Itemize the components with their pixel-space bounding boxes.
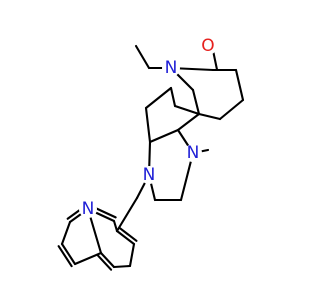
double-bond-q4a-q4 [97, 254, 113, 271]
atom-nitrogen-quinoline: N [79, 199, 97, 219]
bond-C2-C4 [169, 86, 177, 108]
bond-q6-q7 [115, 229, 136, 246]
atom-nitrogen-methyl: N [184, 143, 202, 163]
bond-q1-q2 [60, 220, 72, 246]
bond-C6-C14 [148, 128, 180, 144]
atom-nitrogen-benzyl: N [140, 165, 158, 185]
bond-q4a-q4 [99, 251, 116, 269]
bond-C3-C2 [144, 86, 173, 110]
bond-C5-C6 [176, 112, 201, 132]
molecule-diagram: O N N N N [57, 36, 245, 271]
bond-layer [57, 44, 245, 271]
atom-label-n-quinoline: N [82, 199, 95, 219]
atom-label-n-methyl: N [187, 143, 200, 163]
atom-oxygen-ketone: O [199, 36, 217, 56]
bond-C14-C3 [144, 106, 152, 144]
atom-label-n-azepane: N [165, 58, 178, 78]
atom-nitrogen-azepane: N [162, 58, 180, 78]
bond-C10-C11 [234, 68, 245, 102]
double-bond-q6-q7 [118, 226, 138, 242]
atom-label-n-benzyl: N [143, 165, 156, 185]
bond-Et2-Et1 [134, 44, 151, 70]
bond-C4-C5 [173, 104, 201, 116]
bond-C11-C12 [218, 98, 245, 121]
bond-q2-q3 [60, 242, 77, 266]
bond-C8-C5 [191, 88, 201, 116]
double-bond-q2-q3 [57, 245, 73, 268]
bond-q5-q6 [128, 242, 136, 268]
atom-label-o: O [201, 36, 214, 56]
bond-C12-C5 [197, 112, 222, 121]
bond-CH2-q7 [115, 196, 139, 233]
bond-q3-q4a [73, 251, 103, 266]
bond-q4-q5 [112, 264, 132, 269]
atom-label-layer: O N N N N [79, 36, 217, 219]
bond-q7-q8 [112, 219, 119, 233]
